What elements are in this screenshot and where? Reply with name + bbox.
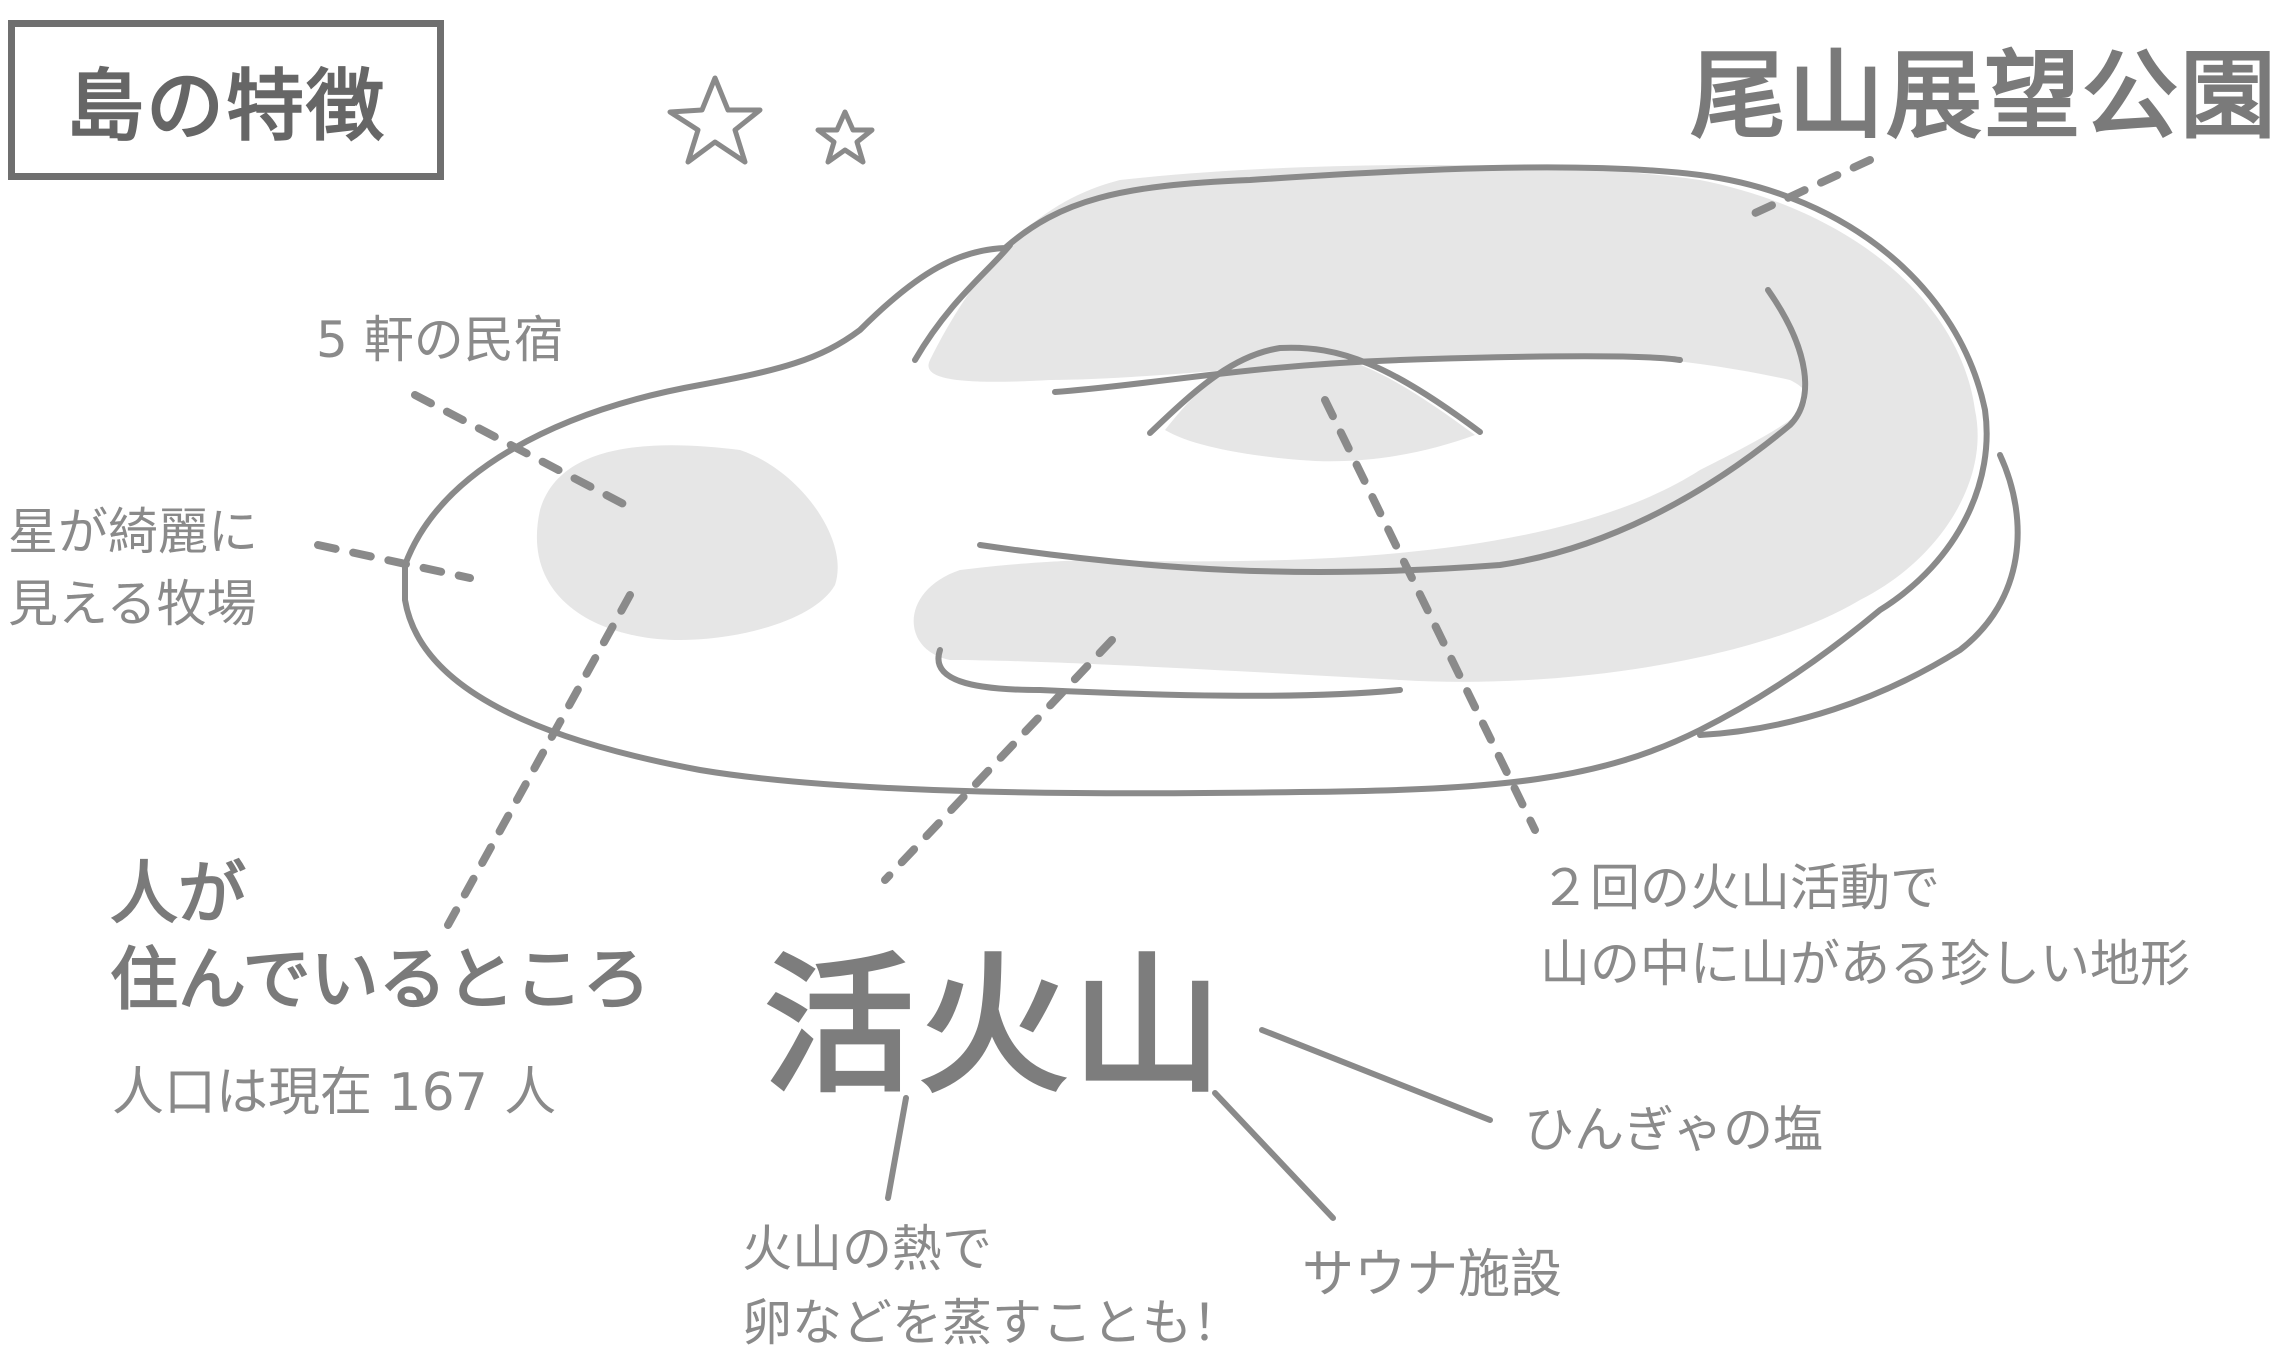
- crater-east-rim: [977, 287, 1809, 576]
- star-icon: [667, 75, 763, 165]
- sauna-label: サウナ施設: [1302, 1245, 1563, 1305]
- park-label: 尾山展望公園: [1690, 40, 2270, 152]
- population-label: 人口は現在 167 人: [112, 1063, 557, 1123]
- outer-crater-ridge-shade: [913, 165, 1978, 682]
- sauna-leader-line: [1212, 1090, 1336, 1221]
- minshuku-leader-line: [411, 391, 639, 514]
- outer-crater-rim: [912, 242, 1013, 363]
- crater-inner-rim: [1052, 353, 1683, 395]
- eggs-leader-line: [885, 1095, 909, 1201]
- minshuku-label: 5 軒の民宿: [316, 311, 564, 369]
- residential-line1: 人が: [110, 855, 247, 934]
- terrain-label: ２回の火山活動で 山の中に山がある珍しい地形: [1540, 850, 2190, 1002]
- steamed-eggs-line1: 火山の熱で: [742, 1220, 992, 1278]
- island-outline: [402, 164, 1990, 797]
- stars-ranch-line1: 星が綺麗に: [8, 503, 258, 561]
- stars-ranch-label: 星が綺麗に 見える牧場: [8, 496, 298, 640]
- volcano-leader-line: [881, 636, 1116, 884]
- steamed-eggs-label: 火山の熱で 卵などを蒸すことも！: [742, 1212, 1242, 1360]
- page-title: 島の特徴: [65, 62, 386, 152]
- star-icon: [815, 109, 875, 165]
- stars-ranch-line2: 見える牧場: [8, 575, 257, 633]
- stars-leader-line: [314, 541, 474, 582]
- terrain-leader-line: [1321, 396, 1539, 834]
- salt-label: ひんぎゃの塩: [1524, 1101, 1823, 1159]
- ranch-area: [536, 445, 838, 640]
- residential-label: 人が 住んでいるところ: [110, 852, 651, 1024]
- terrain-line2: 山の中に山がある珍しい地形: [1540, 935, 2190, 993]
- coast-line-right: [1697, 452, 2021, 738]
- volcano-label: 活火山: [764, 940, 1227, 1114]
- terrain-line1: ２回の火山活動で: [1540, 859, 1940, 917]
- inner-cone: [1147, 344, 1483, 436]
- inner-cone-shade: [1165, 350, 1475, 462]
- park-leader-line: [1736, 156, 1874, 224]
- crater-south-rim: [935, 647, 1403, 699]
- steamed-eggs-line2: 卵などを蒸すことも！: [742, 1294, 1242, 1352]
- people-leader-line: [444, 591, 634, 929]
- residential-line2: 住んでいるところ: [110, 941, 651, 1020]
- title-box: 島の特徴: [8, 20, 444, 180]
- salt-leader-line: [1259, 1027, 1493, 1123]
